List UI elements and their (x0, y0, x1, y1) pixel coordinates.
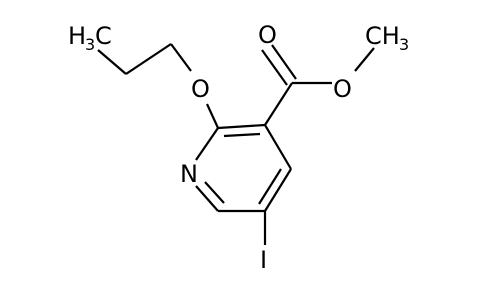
bond-o-c2 (206, 103, 219, 129)
bond-c4-c5-inner (258, 168, 282, 205)
bond-ch2-ethyl (125, 43, 172, 75)
bond-ch2-o (170, 43, 192, 72)
atom-label-carbonyl-oxygen: O (258, 21, 277, 49)
bond-c4-c5 (264, 168, 292, 212)
atom-label-ether-oxygen: O (191, 75, 210, 103)
bond-c6-n-inner (204, 181, 225, 204)
atom-label-h: H (68, 22, 86, 50)
atom-label-c-left: C (95, 22, 112, 50)
bond-carbonyl-o-double-a (261, 49, 288, 86)
bond-c2-c3-inner (223, 132, 261, 138)
bond-c3-c4 (264, 124, 292, 170)
bond-carbonyl-o-double-b (271, 44, 297, 80)
bond-c3-carbonyl (264, 82, 293, 126)
bond-oester-ch3 (354, 47, 375, 72)
atom-label-h-subscript: 3 (85, 35, 95, 54)
bond-c2-c3 (217, 123, 266, 130)
atom-label-ch3-subscript: 3 (399, 35, 409, 54)
bond-ch3-ch2 (97, 49, 127, 75)
bond-c2-n (195, 127, 219, 161)
atom-label-ester-oxygen: O (333, 75, 352, 103)
atom-label-nitrogen: N (180, 160, 198, 188)
atom-label-ch: CH (365, 22, 400, 50)
bond-c6-n (195, 185, 219, 212)
atom-label-iodine: I (260, 246, 267, 274)
